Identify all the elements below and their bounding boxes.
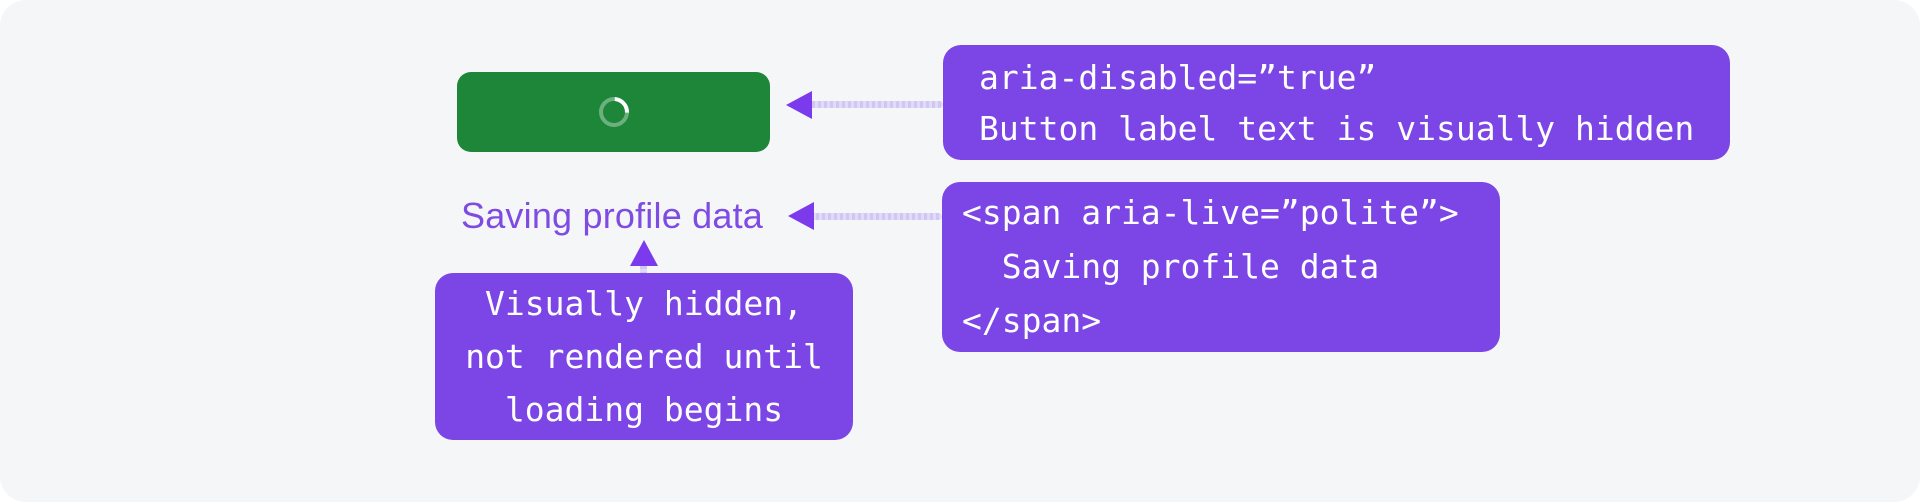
visually-hidden-line-2: not rendered until [465, 337, 823, 376]
button-label-hidden-text: Button label text is visually hidden [979, 108, 1695, 148]
status-live-region-text: Saving profile data [461, 195, 763, 236]
aria-live-code-note: <span aria-live=”polite”> Saving profile… [942, 182, 1500, 352]
arrow-line-to-status-text [810, 213, 942, 220]
arrow-line-to-button [806, 101, 943, 108]
span-content-text: Saving profile data [962, 247, 1380, 286]
arrow-head-to-status-text-icon [788, 202, 814, 230]
span-close-tag-text: </span> [962, 301, 1102, 340]
visually-hidden-line-3: loading begins [504, 390, 784, 429]
saving-button[interactable] [457, 72, 770, 152]
arrow-line-up-to-status-text [640, 262, 647, 275]
arrow-head-up-icon [630, 240, 658, 266]
arrow-head-to-button-icon [786, 91, 812, 119]
visually-hidden-line-1: Visually hidden, [485, 284, 803, 323]
aria-disabled-note: aria-disabled=”true” Button label text i… [943, 45, 1730, 160]
loading-spinner-icon [592, 90, 635, 134]
aria-disabled-attribute-text: aria-disabled=”true” [979, 57, 1377, 97]
span-open-tag-text: <span aria-live=”polite”> [962, 193, 1459, 232]
visually-hidden-note: Visually hidden, not rendered until load… [435, 273, 853, 440]
